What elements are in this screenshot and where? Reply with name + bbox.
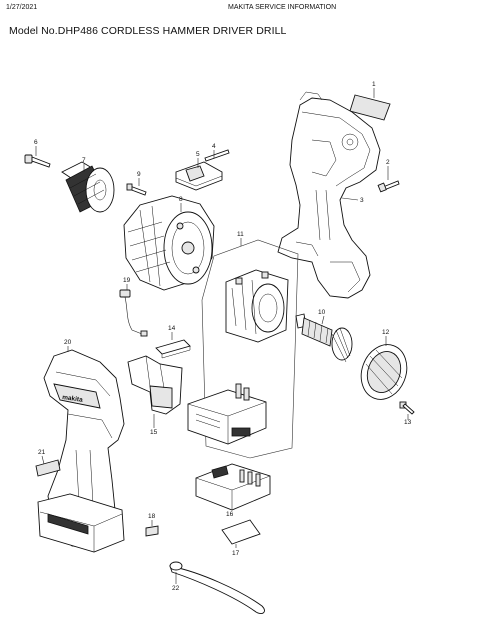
part-number-labels: 1 2 3 4 5 6 7 8 9 10 11 12 13 14 15 16 1… [34,81,412,592]
part-number: 10 [318,309,326,316]
part-number: 18 [148,513,156,520]
part-number: 11 [237,231,244,238]
part-number: 9 [137,171,141,178]
part-9-screw [126,183,147,196]
part-number: 14 [168,325,176,332]
makita-logo: makita [62,394,84,404]
header-info: MAKITA SERVICE INFORMATION [228,4,337,11]
part-number: 21 [38,449,46,456]
part-22-strap [169,561,265,615]
part-16-terminal [195,463,271,511]
part-7-chuck [61,161,115,213]
part-10-rotor [295,313,353,363]
leader-lines [35,88,409,584]
part-number: 8 [179,196,183,203]
part-11-group-frame [201,239,299,459]
part-8-gear-assembly [123,195,215,291]
part-17-label [221,519,261,545]
part-number: 15 [150,429,158,436]
part-14-terminal [155,339,191,359]
part-number: 16 [226,511,234,518]
part-6-screw [24,154,51,168]
part-number: 6 [34,139,38,146]
battery-base [37,493,125,553]
part-number: 1 [372,81,376,88]
part-number: 7 [82,157,86,164]
part-15-switch [127,355,183,415]
part-4-pin [204,149,230,162]
part-2-screw [377,180,400,193]
part-number: 3 [360,197,364,204]
part-number: 5 [196,151,200,158]
part-19-lead-wire [119,289,148,337]
part-12-rear-cover [360,344,408,400]
part-number: 4 [212,143,216,150]
part-number: 12 [382,329,390,336]
part-1-label [349,94,391,121]
page-title: Model No.DHP486 CORDLESS HAMMER DRIVER D… [9,25,287,37]
part-3-housing [277,91,381,299]
part-number: 13 [404,419,412,426]
part-number: 20 [64,339,72,346]
part-number: 2 [386,159,390,166]
part-13-screw [399,401,415,415]
part-number: 19 [123,277,131,284]
part-number: 22 [172,585,180,592]
part-number: 17 [232,550,240,557]
part-11-stator [225,269,289,343]
header-date: 1/27/2021 [6,4,38,11]
part-18-small-part [145,525,159,537]
part-21-label [35,459,61,477]
part-5-lever [175,161,223,191]
part-11-controller-pcb [187,383,267,445]
